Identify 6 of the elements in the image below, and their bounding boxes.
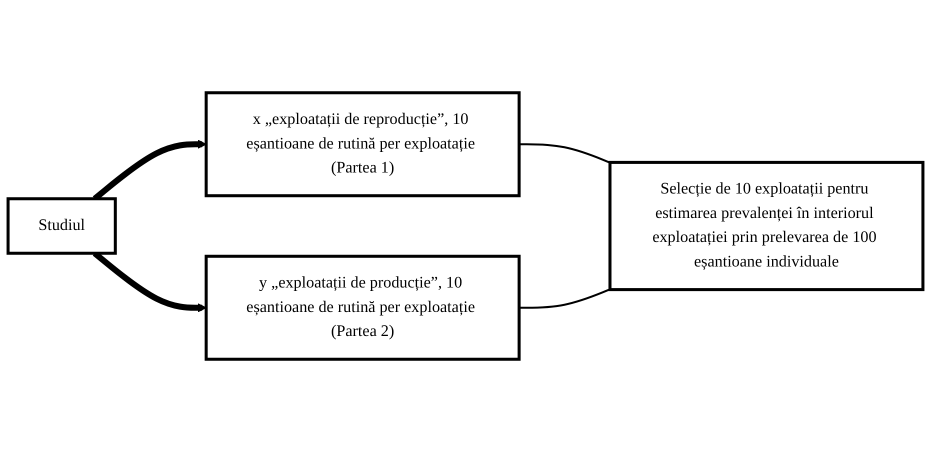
process-box: y „exploatații de producție”, 10 eșantioane de rutină per exploatație (Partea 2) xyxy=(204,254,521,361)
connector xyxy=(519,143,610,164)
connector xyxy=(519,288,610,309)
process-box: Selecție de 10 exploatații pentru estimarea prevalenței în interiorul exploatației prin prelevarea de 100 eșantioane individuale xyxy=(608,160,924,292)
process-box: x „exploatații de reproducție”, 10 eșantioane de rutină per exploatație (Partea 1) xyxy=(204,91,521,198)
process-box: Studiul xyxy=(6,197,117,255)
